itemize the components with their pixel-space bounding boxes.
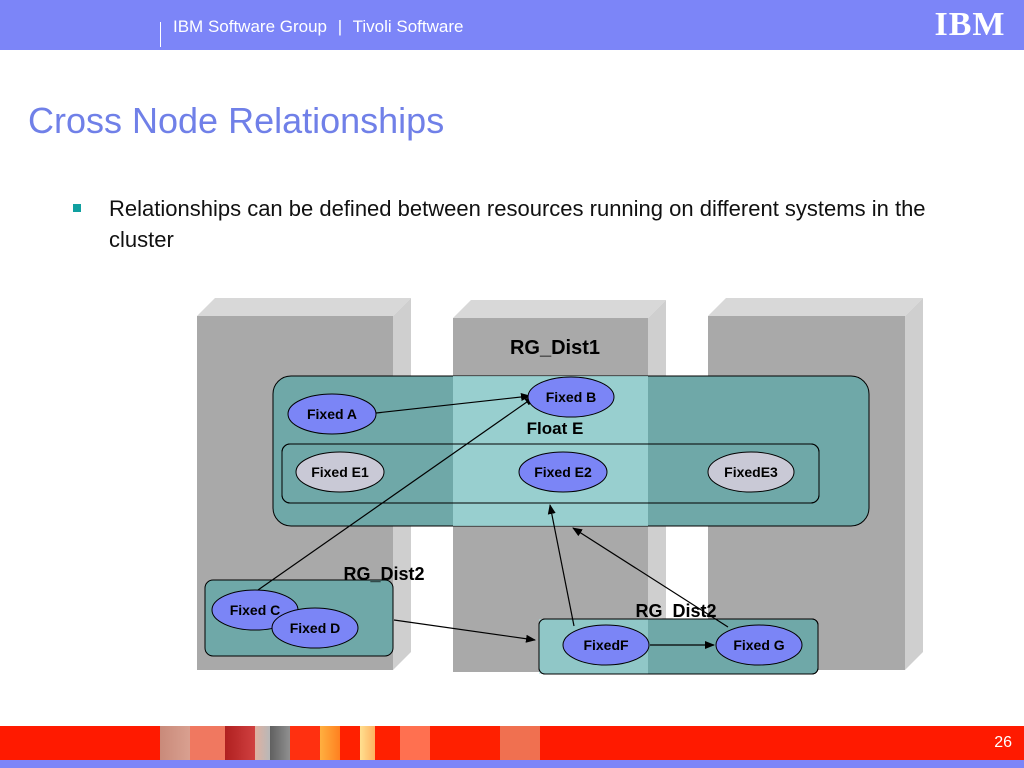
arrow-fixed-c-to-fixed-b	[257, 396, 535, 591]
node-fixed-e2-label: Fixed E2	[534, 464, 592, 480]
float-e-label: Float E	[527, 419, 584, 438]
header-divider: |	[337, 17, 343, 36]
node-fixed-d: Fixed D	[271, 607, 359, 649]
arrow-fixed-a-to-fixed-b	[375, 393, 531, 414]
arrow-fixed-d-to-fixed-f	[393, 619, 536, 643]
node-tower-right	[708, 298, 923, 670]
node-fixed-e1: Fixed E1	[295, 451, 385, 493]
node-fixed-f-label: FixedF	[583, 637, 629, 653]
rg-dist2-right-label: RG_Dist2	[635, 601, 716, 621]
arrow-fixed-g-to-fixed-e2	[572, 527, 729, 628]
ibm-logo: IBM	[930, 8, 1010, 42]
slide-title: Cross Node Relationships	[28, 100, 445, 141]
node-fixed-f: FixedF	[562, 624, 650, 666]
page-number: 26	[994, 734, 1012, 751]
header-group: IBM Software Group	[173, 17, 328, 36]
relationship-arrows	[257, 393, 729, 649]
node-fixed-e3-label: FixedE3	[724, 464, 778, 480]
node-fixed-a: Fixed A	[287, 393, 377, 435]
node-fixed-e2: Fixed E2	[518, 451, 608, 493]
node-fixed-c-label: Fixed C	[230, 602, 281, 618]
header-separator	[160, 22, 161, 47]
header-bar: IBM Software Group | Tivoli Software IBM	[0, 0, 1024, 50]
rg-dist2-left-label: RG_Dist2	[343, 564, 424, 584]
bullet-marker	[73, 204, 81, 212]
node-fixed-e3: FixedE3	[707, 451, 795, 493]
node-fixed-e1-label: Fixed E1	[311, 464, 369, 480]
node-fixed-a-label: Fixed A	[307, 406, 357, 422]
rg-dist1-label: RG_Dist1	[510, 337, 600, 359]
arrow-fixed-f-to-fixed-e2	[547, 504, 575, 627]
node-fixed-g: Fixed G	[715, 624, 803, 666]
footer-image-strip	[160, 726, 540, 760]
footer-bar: 26	[0, 726, 1024, 760]
node-fixed-b-label: Fixed B	[546, 389, 597, 405]
node-fixed-g-label: Fixed G	[733, 637, 784, 653]
bullet-text: Relationships can be defined between res…	[109, 196, 926, 252]
node-fixed-d-label: Fixed D	[290, 620, 341, 636]
node-fixed-b: Fixed B	[527, 376, 615, 418]
header-text: IBM Software Group | Tivoli Software	[173, 17, 463, 37]
footer-strip	[0, 760, 1024, 768]
header-product: Tivoli Software	[352, 17, 464, 36]
